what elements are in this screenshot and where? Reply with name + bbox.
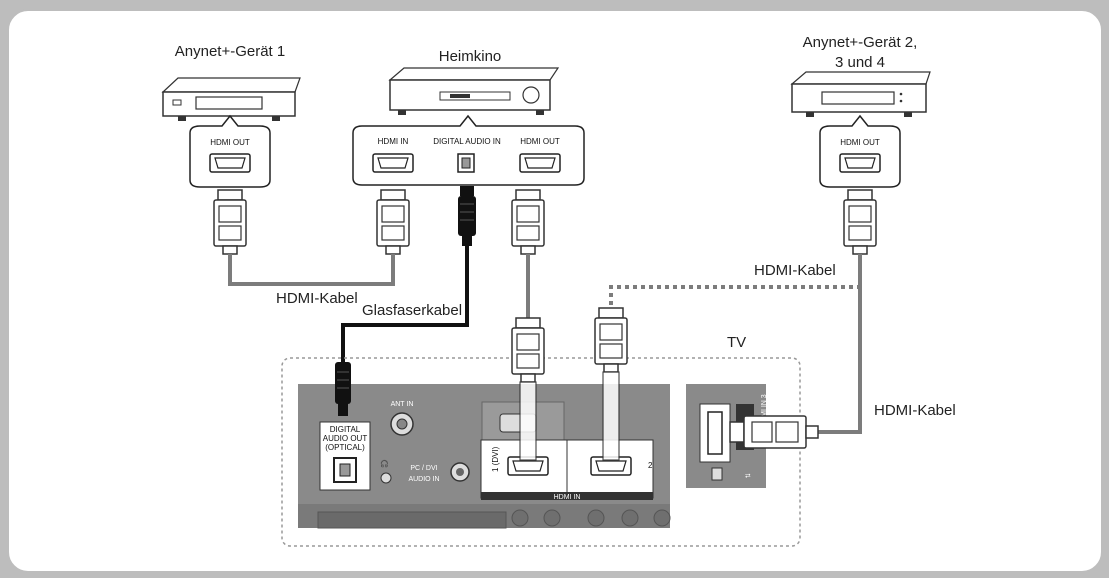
- tv-hdmi2-plug: [594, 307, 628, 461]
- tv-hdmi-3-label: HDMI IN 3: [761, 394, 768, 427]
- hdmi-cable-left: [228, 254, 395, 286]
- home-theater-title: Heimkino: [438, 48, 502, 65]
- ht-hdmi-out-label: HDMI OUT: [520, 137, 560, 146]
- ht-hdmi-in-label: HDMI IN: [378, 137, 409, 146]
- tv-title: TV: [727, 334, 747, 351]
- usb-icon: ⮂: [745, 473, 751, 480]
- tv-ant-in-label: ANT IN: [391, 401, 414, 408]
- tv-outline: [281, 357, 801, 547]
- hdmi-cable-label-right-top: HDMI-Kabel: [754, 262, 836, 279]
- anynet2-hdmi-plug: [843, 189, 877, 255]
- anynet-device-1: [161, 77, 301, 121]
- tv-digital-audio-out-2: AUDIO OUT: [323, 434, 368, 443]
- home-theater-device: [388, 67, 560, 115]
- tv-pc-dvi-audio-label-2: AUDIO IN: [408, 476, 439, 483]
- home-theater-port-panel: HDMI IN DIGITAL AUDIO IN HDMI OUT: [352, 114, 585, 186]
- anynet2-hdmi-out-panel: HDMI OUT: [819, 114, 901, 188]
- anynet2-hdmi-out-label: HDMI OUT: [840, 138, 880, 147]
- anynet2-title-line2: 3 und 4: [834, 54, 886, 71]
- ht-hdmi-in-plug: [376, 189, 410, 255]
- headphone-icon: 🎧: [380, 459, 389, 468]
- tv-hdmi-1-label: 1 (DVI): [491, 446, 500, 472]
- tv-pc-dvi-audio-label-1: PC / DVI: [410, 465, 437, 472]
- anynet1-hdmi-out-panel: HDMI OUT: [189, 114, 271, 188]
- tv-digital-audio-out-3: (OPTICAL): [325, 443, 365, 452]
- tv-digital-audio-out-1: DIGITAL: [330, 425, 361, 434]
- hdmi-cable-label-right-side: HDMI-Kabel: [874, 402, 956, 419]
- ht-hdmi-out-plug: [511, 189, 545, 255]
- tv-hdmi-2-label: 2: [648, 461, 653, 470]
- tv-hdmi-in-label: HDMI IN: [554, 494, 581, 501]
- optical-cable-label: Glasfaserkabel: [362, 302, 463, 319]
- tv-hdmi1-plug: [511, 317, 545, 461]
- anynet1-hdmi-plug: [213, 189, 247, 255]
- anynet-device-2-3-4: [790, 71, 931, 117]
- hdmi-cable-label-left: HDMI-Kabel: [276, 290, 358, 307]
- anynet2-title-line1: Anynet+-Gerät 2,: [802, 34, 918, 51]
- anynet1-title: Anynet+-Gerät 1: [174, 43, 286, 60]
- anynet1-hdmi-out-label: HDMI OUT: [210, 138, 250, 147]
- tv-optical-plug: [335, 362, 351, 416]
- optical-cable: [341, 246, 469, 365]
- tv-hdmi3-plug: [729, 415, 819, 449]
- ht-optical-plug: [458, 186, 476, 246]
- hdmi-cable-right-side: [818, 254, 862, 434]
- ht-digital-audio-in-label: DIGITAL AUDIO IN: [433, 137, 501, 146]
